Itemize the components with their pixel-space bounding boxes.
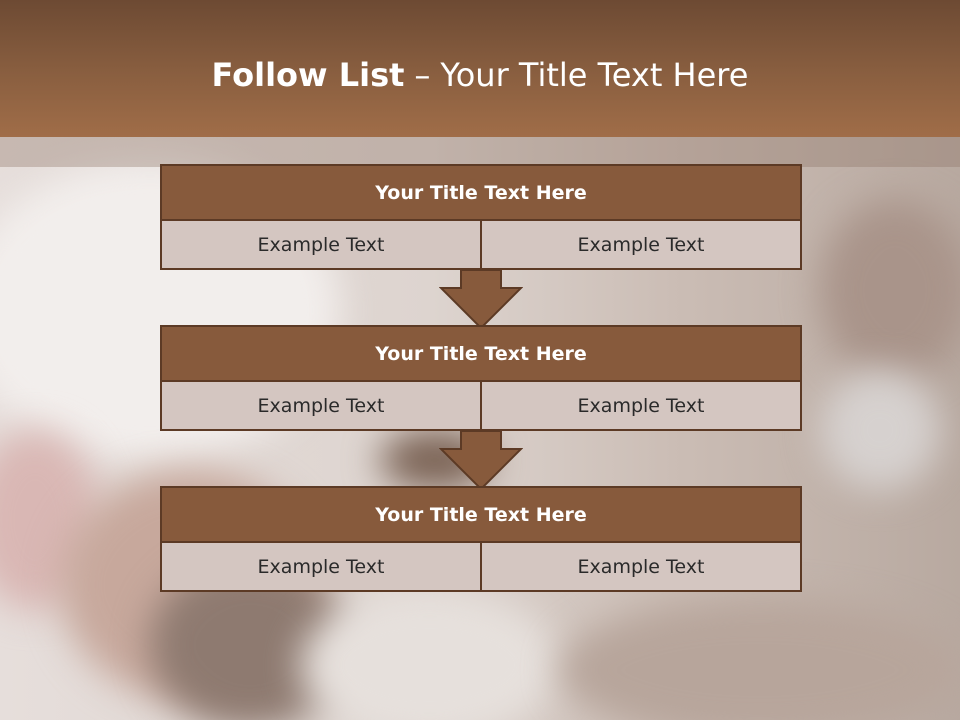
title-bar-shadow <box>0 137 960 167</box>
slide-title-bold: Follow List <box>211 56 405 94</box>
block-row: Example Text Example Text <box>160 221 802 270</box>
list-block-1: Your Title Text Here Example Text Exampl… <box>160 164 802 270</box>
list-block-3: Your Title Text Here Example Text Exampl… <box>160 486 802 592</box>
block-cell-left: Example Text <box>160 543 482 592</box>
title-bar <box>0 0 960 137</box>
slide-title-dash: – <box>414 56 431 94</box>
block-title: Your Title Text Here <box>160 486 802 543</box>
block-title: Your Title Text Here <box>160 325 802 382</box>
block-cell-right: Example Text <box>482 221 802 270</box>
block-cell-left: Example Text <box>160 382 482 431</box>
block-row: Example Text Example Text <box>160 543 802 592</box>
block-cell-left: Example Text <box>160 221 482 270</box>
block-cell-right: Example Text <box>482 382 802 431</box>
slide-title: Follow List–Your Title Text Here <box>0 56 960 94</box>
slide-title-rest: Your Title Text Here <box>440 56 749 94</box>
block-title: Your Title Text Here <box>160 164 802 221</box>
block-row: Example Text Example Text <box>160 382 802 431</box>
down-arrow-icon <box>439 270 523 330</box>
block-cell-right: Example Text <box>482 543 802 592</box>
list-block-2: Your Title Text Here Example Text Exampl… <box>160 325 802 431</box>
down-arrow-icon <box>439 431 523 491</box>
